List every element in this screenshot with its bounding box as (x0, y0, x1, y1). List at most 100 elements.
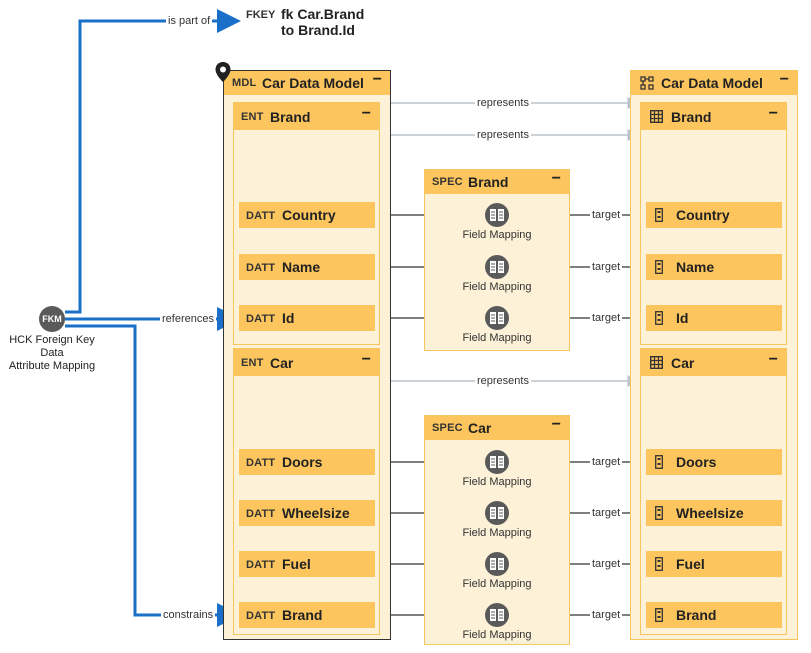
left-attr-brand[interactable]: DATT Brand (239, 602, 375, 628)
left-entity-brand-collapse-button[interactable]: − (361, 105, 371, 122)
field-mapping-label: Field Mapping (462, 578, 532, 590)
field-mapping-icon (485, 203, 509, 227)
left-attr-id[interactable]: DATT Id (239, 305, 375, 331)
attr-name: Wheelsize (676, 505, 744, 521)
attr-name: Id (282, 310, 295, 326)
right-attr-id[interactable]: Id (646, 305, 782, 331)
spec-car-title: Car (468, 420, 492, 436)
is-part-of-label: is part of (166, 15, 213, 28)
right-entity-car[interactable]: Car − (640, 348, 787, 635)
field-mapping-icon (485, 501, 509, 525)
fkm-label-line1: HCK Foreign Key Data (9, 334, 95, 359)
left-entity-brand-header: ENT Brand − (234, 103, 379, 130)
field-mapping-id[interactable]: Field Mapping (442, 306, 552, 344)
fkey-title-line1[interactable]: fk Car.Brand (281, 6, 365, 22)
right-entity-brand-header: Brand − (641, 103, 786, 130)
left-entity-car[interactable]: ENT Car − (233, 348, 380, 635)
attr-name: Doors (282, 454, 323, 470)
field-mapping-name[interactable]: Field Mapping (442, 255, 552, 293)
left-entity-brand-title: Brand (270, 109, 311, 125)
spec-brand-header: SPEC Brand − (425, 170, 569, 194)
right-model-title: Car Data Model (661, 75, 763, 91)
right-entity-brand-title: Brand (671, 109, 712, 125)
left-model-title: Car Data Model (262, 75, 364, 91)
spec-brand-tag: SPEC (432, 176, 463, 188)
fkey-title-line2[interactable]: to Brand.Id (281, 22, 355, 38)
model-diagram-icon (640, 76, 654, 90)
left-entity-car-tag: ENT (241, 357, 264, 369)
left-entity-car-title: Car (270, 355, 294, 371)
right-entity-car-collapse-button[interactable]: − (768, 351, 778, 368)
left-entity-car-header: ENT Car − (234, 349, 379, 376)
references-label: references (160, 313, 216, 326)
attr-name: Brand (282, 607, 323, 623)
attr-name: Wheelsize (282, 505, 350, 521)
attr-name: Id (676, 310, 689, 326)
right-attr-brand[interactable]: Brand (646, 602, 782, 628)
left-attr-country[interactable]: DATT Country (239, 202, 375, 228)
target-label: target (590, 456, 623, 469)
target-label: target (590, 609, 623, 622)
spec-car-tag: SPEC (432, 422, 463, 434)
location-pin-icon (215, 62, 231, 82)
attr-name: Doors (676, 454, 717, 470)
field-mapping-label: Field Mapping (462, 281, 532, 293)
attr-tag: DATT (246, 559, 276, 571)
left-attr-fuel[interactable]: DATT Fuel (239, 551, 375, 577)
spec-brand-collapse-button[interactable]: − (551, 170, 561, 187)
field-mapping-icon (485, 552, 509, 576)
field-mapping-fuel[interactable]: Field Mapping (442, 552, 552, 590)
attr-name: Fuel (282, 556, 311, 572)
attr-tag: DATT (246, 457, 276, 469)
left-entity-car-collapse-button[interactable]: − (361, 351, 371, 368)
right-model-header: Car Data Model − (631, 71, 797, 95)
right-attr-fuel[interactable]: Fuel (646, 551, 782, 577)
attr-tag: DATT (246, 262, 276, 274)
attr-tag: DATT (246, 313, 276, 325)
field-mapping-label: Field Mapping (462, 332, 532, 344)
right-attr-doors[interactable]: Doors (646, 449, 782, 475)
column-icon (655, 557, 663, 571)
left-attr-wheelsize[interactable]: DATT Wheelsize (239, 500, 375, 526)
column-icon (655, 506, 663, 520)
fkm-node[interactable]: FKM (39, 306, 65, 332)
spec-brand-title: Brand (468, 174, 509, 190)
right-model-collapse-button[interactable]: − (779, 71, 789, 88)
field-mapping-label: Field Mapping (462, 527, 532, 539)
field-mapping-doors[interactable]: Field Mapping (442, 450, 552, 488)
fkm-label: HCK Foreign Key Data Attribute Mapping (0, 334, 104, 373)
left-model-collapse-button[interactable]: − (372, 71, 382, 88)
spec-car-collapse-button[interactable]: − (551, 416, 561, 433)
column-icon (655, 260, 663, 274)
column-icon (655, 311, 663, 325)
right-attr-wheelsize[interactable]: Wheelsize (646, 500, 782, 526)
column-icon (655, 455, 663, 469)
right-attr-country[interactable]: Country (646, 202, 782, 228)
attr-tag: DATT (246, 210, 276, 222)
is-part-of-edge (65, 9, 241, 314)
target-label: target (590, 312, 623, 325)
represents-label-brand: represents (475, 129, 531, 142)
field-mapping-icon (485, 450, 509, 474)
field-mapping-brand[interactable]: Field Mapping (442, 603, 552, 641)
attr-tag: DATT (246, 610, 276, 622)
field-mapping-icon (485, 603, 509, 627)
table-icon (650, 110, 663, 123)
left-model-tag: MDL (232, 77, 257, 89)
represents-label-model: represents (475, 97, 531, 110)
fkm-label-line2: Attribute Mapping (8, 360, 96, 372)
attr-name: Brand (676, 607, 717, 623)
right-attr-name[interactable]: Name (646, 254, 782, 280)
left-attr-name[interactable]: DATT Name (239, 254, 375, 280)
attr-name: Fuel (676, 556, 705, 572)
field-mapping-icon (485, 306, 509, 330)
fkm-badge: FKM (42, 314, 62, 324)
right-entity-brand-collapse-button[interactable]: − (768, 105, 778, 122)
attr-tag: DATT (246, 508, 276, 520)
attr-name: Name (282, 259, 321, 275)
field-mapping-wheelsize[interactable]: Field Mapping (442, 501, 552, 539)
left-attr-doors[interactable]: DATT Doors (239, 449, 375, 475)
column-icon (655, 608, 663, 622)
attr-name: Country (676, 207, 730, 223)
field-mapping-country[interactable]: Field Mapping (442, 203, 552, 241)
